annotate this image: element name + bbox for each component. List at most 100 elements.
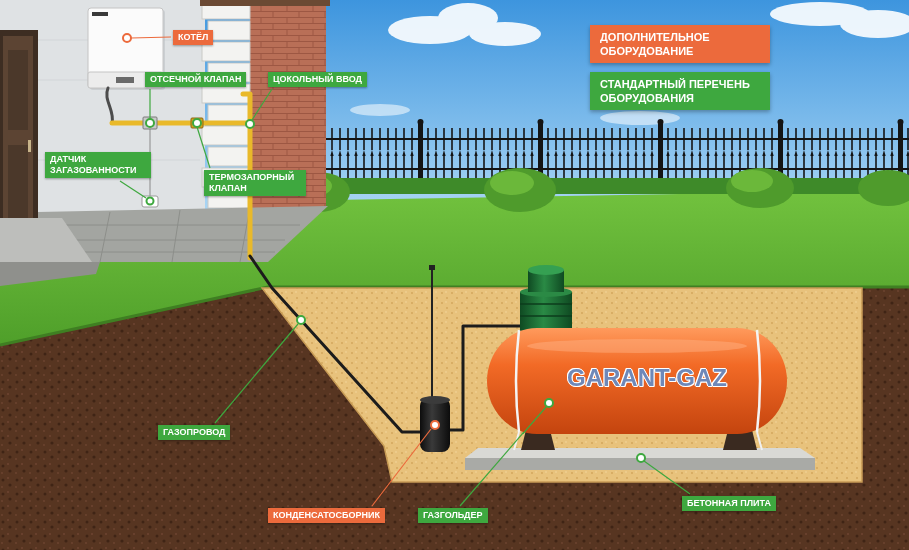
- sky: [469, 22, 541, 46]
- house: [0, 0, 330, 286]
- callout-tag: ГАЗОПРОВОД: [158, 425, 230, 440]
- callout-text: ОТСЕЧНОЙ КЛАПАН: [150, 74, 241, 85]
- house: [208, 147, 250, 166]
- hedge: [490, 171, 534, 195]
- boiler: [92, 12, 108, 16]
- callout-dots: [123, 34, 131, 42]
- callout-dots: [147, 198, 154, 205]
- leader-lines: [197, 127, 210, 168]
- fence: [418, 119, 424, 125]
- house: [0, 218, 92, 262]
- callout-tag: ЦОКОЛЬНЫЙ ВВОД: [268, 72, 367, 87]
- legend-text: ДОПОЛНИТЕЛЬНОЕ ОБОРУДОВАНИЕ: [600, 30, 760, 58]
- hedge: [484, 168, 556, 212]
- legend-text: СТАНДАРТНЫЙ ПЕРЕЧЕНЬ ОБОРУДОВАНИЯ: [600, 77, 760, 105]
- fence: [898, 119, 904, 125]
- leader-lines: [215, 324, 298, 423]
- callout-tag: ОТСЕЧНОЙ КЛАПАН: [145, 72, 246, 87]
- callout-tag: ТЕРМОЗАПОРНЫЙ КЛАПАН: [204, 170, 306, 196]
- callout-text: КОНДЕНСАТОСБОРНИК: [273, 510, 380, 521]
- brand-logo: GARANT-GAZ: [487, 364, 787, 392]
- leader-lines: [252, 89, 272, 120]
- sky: [600, 111, 680, 125]
- concrete-slab: [465, 448, 815, 470]
- callout-tag: ДАТЧИК ЗАГАЗОВАННОСТИ: [45, 152, 151, 178]
- leader-lines: [644, 461, 690, 494]
- tank-body: [487, 328, 787, 434]
- sky: [350, 2, 909, 125]
- callout-text: ЦОКОЛЬНЫЙ ВВОД: [273, 74, 362, 85]
- leader-lines: [120, 181, 146, 198]
- condensate-collector: [420, 265, 450, 452]
- condensate-collector: [420, 398, 450, 452]
- callout-text: ГАЗОПРОВОД: [163, 427, 225, 438]
- hedge: [285, 168, 909, 212]
- tank-strap: [757, 330, 760, 432]
- callout-dots: [193, 119, 201, 127]
- fence: [285, 168, 909, 170]
- gas-pipes: [107, 88, 113, 123]
- ground-section: [0, 287, 909, 550]
- gas-tank: GARANT-GAZ: [487, 328, 787, 434]
- condensate-collector: [431, 268, 433, 398]
- gas-pipes: [107, 88, 522, 432]
- callout-dots: [431, 421, 439, 429]
- callout-tag: ГАЗГОЛЬДЕР: [418, 508, 488, 523]
- valves: [143, 117, 157, 129]
- callout-text: ДАТЧИК ЗАГАЗОВАННОСТИ: [50, 154, 146, 176]
- sky: [840, 10, 909, 38]
- leader-line: [523, 407, 547, 435]
- callout-tag: КОТЁЛ: [173, 30, 213, 45]
- leader-lines: [149, 89, 150, 119]
- fence: [298, 119, 904, 180]
- legend-swatch: ДОПОЛНИТЕЛЬНОЕ ОБОРУДОВАНИЕ: [590, 25, 770, 63]
- house: [0, 262, 100, 286]
- legend-swatch: СТАНДАРТНЫЙ ПЕРЕЧЕНЬ ОБОРУДОВАНИЯ: [590, 72, 770, 110]
- ground-section: [0, 287, 909, 550]
- tank-supports: [757, 432, 762, 450]
- house: [200, 0, 330, 6]
- ground-section: [262, 288, 862, 482]
- fence: [418, 124, 423, 180]
- fence: [538, 119, 544, 125]
- hedge: [731, 170, 773, 192]
- callout-dots: [637, 454, 645, 462]
- gas-pipes: [112, 121, 250, 126]
- tank-dome: [520, 292, 572, 332]
- callout-dots: [246, 120, 254, 128]
- gas-pipes: [250, 256, 420, 432]
- tank-dome: [528, 265, 564, 275]
- callout-text: КОТЁЛ: [178, 32, 208, 43]
- callout-text: ТЕРМОЗАПОРНЫЙ КЛАПАН: [209, 172, 301, 194]
- callout-text: БЕТОННАЯ ПЛИТА: [687, 498, 771, 509]
- tank-strap: [516, 330, 519, 432]
- house: [28, 140, 31, 152]
- condensate-collector: [429, 265, 435, 270]
- house: [202, 126, 250, 145]
- fence: [658, 124, 663, 180]
- callout-text: ГАЗГОЛЬДЕР: [423, 510, 483, 521]
- hedge: [858, 170, 909, 206]
- fence: [285, 119, 909, 180]
- boiler: [116, 77, 134, 83]
- house: [8, 50, 28, 130]
- callout-tag: БЕТОННАЯ ПЛИТА: [682, 496, 776, 511]
- tank-dome: [520, 304, 572, 316]
- fence: [285, 128, 909, 178]
- fence: [285, 138, 909, 140]
- condensate-collector: [420, 396, 450, 404]
- valves: [142, 117, 203, 207]
- valves: [191, 118, 203, 128]
- sky: [350, 104, 410, 116]
- leader-lines: [131, 37, 171, 38]
- callout-tag: КОНДЕНСАТОСБОРНИК: [268, 508, 385, 523]
- callout-dots: [297, 316, 305, 324]
- tank-dome: [518, 265, 574, 337]
- tank-highlight: [527, 339, 747, 353]
- leader-lines: [372, 429, 431, 506]
- hedge: [285, 178, 909, 194]
